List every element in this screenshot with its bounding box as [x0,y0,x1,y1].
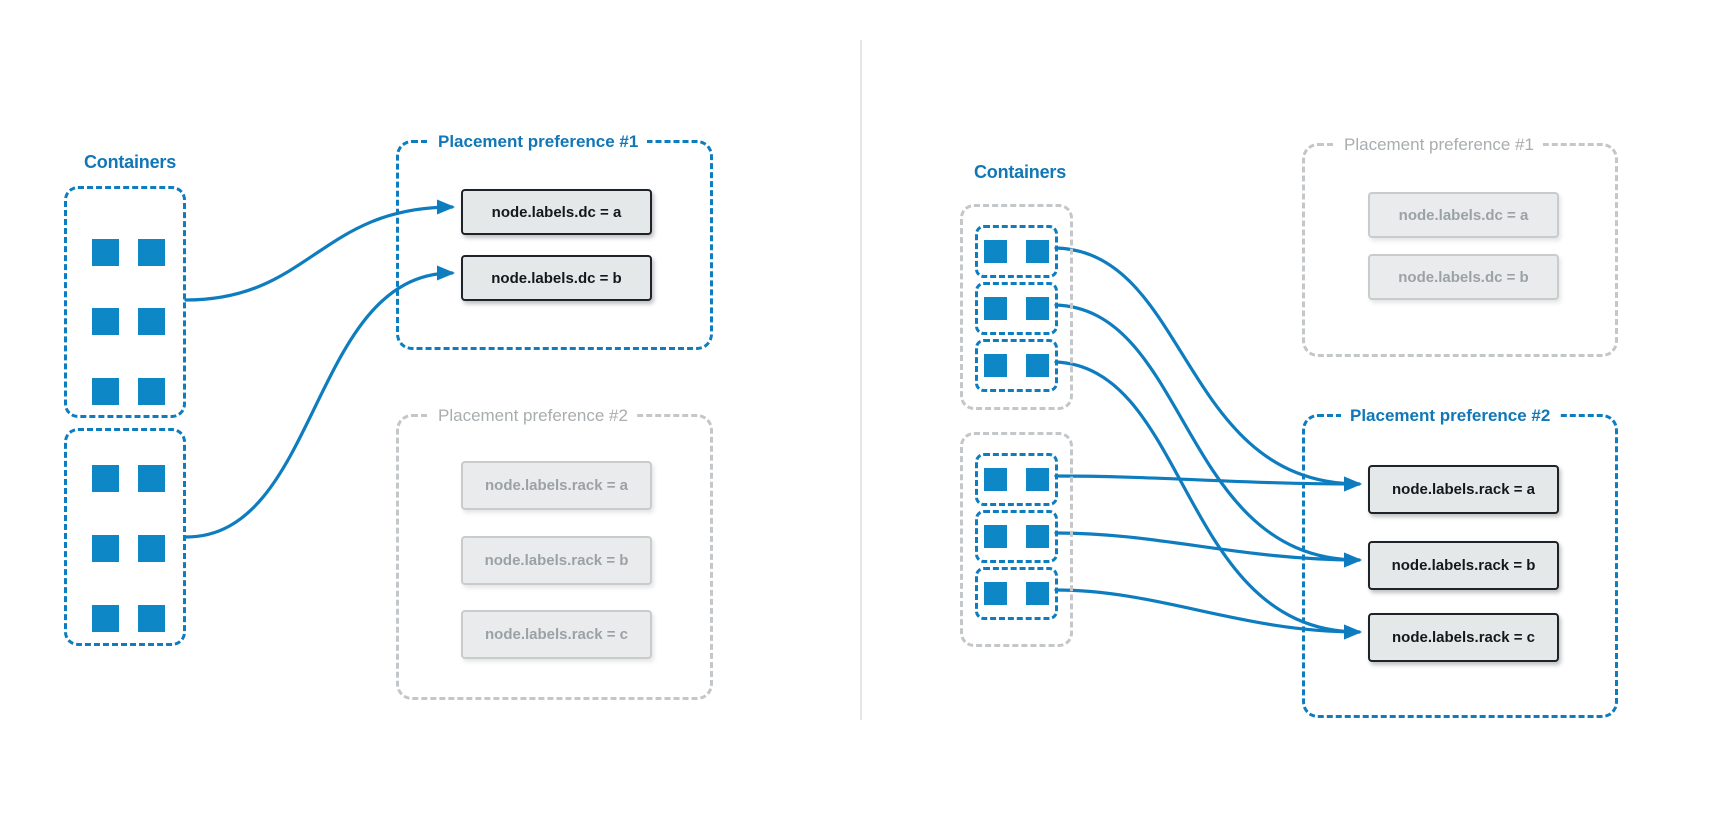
constraint-label: node.labels.rack = b [461,536,652,585]
container-box [975,225,1058,278]
containers-label: Containers [84,152,177,172]
container-group [960,204,1073,410]
constraint-label: node.labels.dc = a [1368,192,1559,238]
placement-preference-box: Placement preference #2 node.labels.rack… [396,404,713,700]
container-square [1026,525,1049,548]
container-square [138,605,165,632]
constraint-label: node.labels.dc = b [1368,254,1559,300]
container-square [1026,354,1049,377]
preference-title: Placement preference #1 [1335,133,1543,157]
constraint-label: node.labels.dc = a [461,189,652,235]
container-box [975,339,1058,392]
constraint-label: node.labels.rack = c [1368,613,1559,662]
container-square [138,535,165,562]
constraint-label: node.labels.rack = b [1368,541,1559,590]
container-square [1026,297,1049,320]
container-square [92,308,119,336]
constraint-label: node.labels.rack = c [461,610,652,659]
constraint-label: node.labels.rack = a [1368,465,1559,514]
container-group [960,432,1073,647]
constraint-label: node.labels.rack = a [461,461,652,510]
container-square [92,377,119,405]
preference-title: Placement preference #2 [429,404,637,428]
container-square [984,240,1007,263]
preference-title: Placement preference #2 [1341,404,1560,428]
container-square [138,308,165,336]
container-box [975,453,1058,506]
container-square [1026,240,1049,263]
container-square [138,377,165,405]
container-group [64,186,186,418]
placement-preference-box: Placement preference #1 node.labels.dc =… [1302,133,1618,357]
container-square [984,468,1007,491]
container-square [92,535,119,562]
container-square [984,525,1007,548]
container-square [138,465,165,492]
container-square [984,297,1007,320]
placement-preference-box: Placement preference #2 node.labels.rack… [1302,404,1618,718]
container-box [975,282,1058,335]
container-box [975,567,1058,620]
container-square [984,354,1007,377]
container-box [975,510,1058,563]
container-square [1026,582,1049,605]
constraint-label: node.labels.dc = b [461,255,652,301]
placement-preference-box: Placement preference #1 node.labels.dc =… [396,130,713,350]
container-square [92,465,119,492]
container-square [92,239,119,266]
container-square [92,605,119,632]
container-square [984,582,1007,605]
container-square [1026,468,1049,491]
preference-title: Placement preference #1 [429,130,648,154]
container-square [138,239,165,266]
panel-divider [860,40,862,720]
containers-label: Containers [974,162,1067,182]
container-group [64,428,186,646]
